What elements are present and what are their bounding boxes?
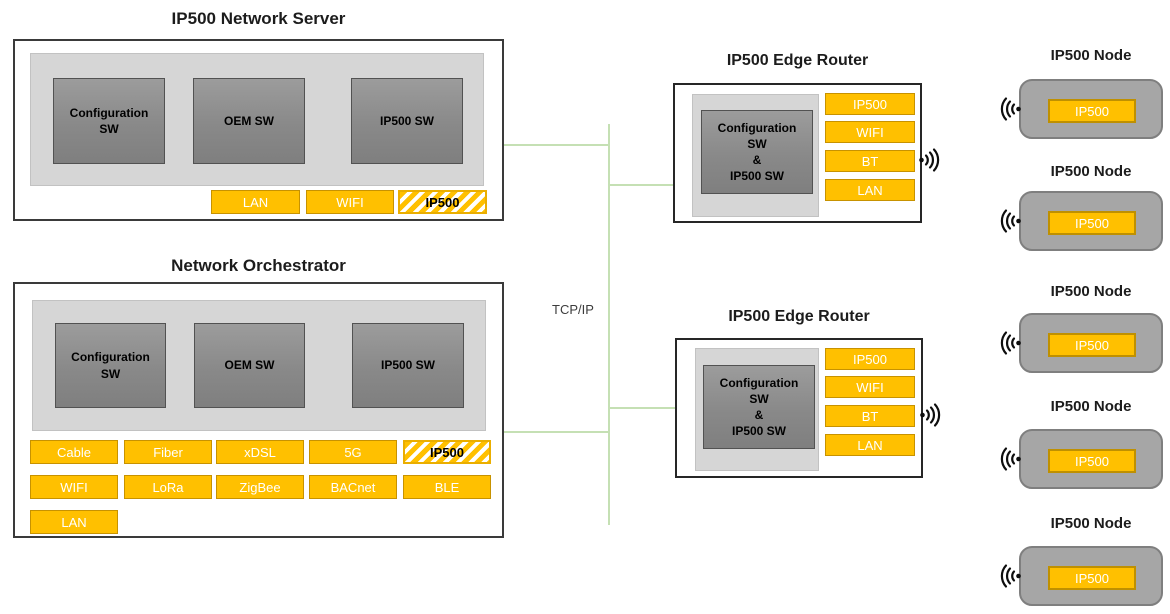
node2-title: IP500 Node xyxy=(1050,163,1132,180)
node4-chip-ip500: IP500 xyxy=(1048,449,1136,473)
orchestrator-protocol-wifi: WIFI xyxy=(30,475,118,499)
orchestrator-protocol-fiber: Fiber xyxy=(124,440,212,464)
server-module-ip500-sw: IP500 SW xyxy=(351,78,463,164)
orchestrator-protocol-bacnet: BACnet xyxy=(309,475,397,499)
wireless-signal-icon xyxy=(919,148,940,172)
orchestrator-to-backbone-line xyxy=(504,431,610,433)
server-box: Configuration SW OEM SW IP500 SW LAN WIF… xyxy=(13,39,504,221)
orchestrator-protocol-ble: BLE xyxy=(403,475,491,499)
backbone-to-router1-line xyxy=(609,184,675,186)
node3-title: IP500 Node xyxy=(1050,283,1132,300)
backbone-to-router2-line xyxy=(609,407,677,409)
edge-router2-protocol-wifi: WIFI xyxy=(825,376,915,398)
wireless-signal-icon xyxy=(1000,97,1021,121)
orchestrator-module-ip500-sw: IP500 SW xyxy=(352,323,464,408)
edge-router2-protocol-lan: LAN xyxy=(825,434,915,456)
node3-box: IP500 xyxy=(1019,313,1163,373)
node5-title: IP500 Node xyxy=(1050,515,1132,532)
orchestrator-protocol-cable: Cable xyxy=(30,440,118,464)
node2-chip-ip500: IP500 xyxy=(1048,211,1136,235)
edge-router1-module: Configuration SW & IP500 SW xyxy=(701,110,813,194)
orchestrator-module-oem-sw: OEM SW xyxy=(194,323,305,408)
node5-chip-ip500: IP500 xyxy=(1048,566,1136,590)
wireless-signal-icon xyxy=(1000,564,1021,588)
node5-box: IP500 xyxy=(1019,546,1163,606)
backbone-vertical-line xyxy=(608,124,610,525)
edge-router1-protocol-bt: BT xyxy=(825,150,915,172)
orchestrator-protocol-zigbee: ZigBee xyxy=(216,475,304,499)
node2-box: IP500 xyxy=(1019,191,1163,251)
edge-router2-title: IP500 Edge Router xyxy=(728,308,870,325)
edge-router2-protocol-bt: BT xyxy=(825,405,915,427)
server-module-oem-sw: OEM SW xyxy=(193,78,305,164)
server-to-backbone-line xyxy=(504,144,610,146)
orchestrator-protocol-xdsl: xDSL xyxy=(216,440,304,464)
node4-title: IP500 Node xyxy=(1050,398,1132,415)
wireless-signal-icon xyxy=(1000,331,1021,355)
edge-router1-title: IP500 Edge Router xyxy=(726,52,869,69)
node4-box: IP500 xyxy=(1019,429,1163,489)
edge-router2-protocol-ip500: IP500 xyxy=(825,348,915,370)
edge-router1-box: Configuration SW & IP500 SW IP500 WIFI B… xyxy=(673,83,922,223)
backbone-label: TCP/IP xyxy=(552,302,594,317)
server-protocol-ip500: IP500 xyxy=(398,190,487,214)
node1-chip-ip500: IP500 xyxy=(1048,99,1136,123)
edge-router1-protocol-wifi: WIFI xyxy=(825,121,915,143)
orchestrator-protocol-lora: LoRa xyxy=(124,475,212,499)
edge-router2-box: Configuration SW & IP500 SW IP500 WIFI B… xyxy=(675,338,923,478)
node3-chip-ip500: IP500 xyxy=(1048,333,1136,357)
node1-title: IP500 Node xyxy=(1050,47,1132,64)
wireless-signal-icon xyxy=(1000,447,1021,471)
node1-box: IP500 xyxy=(1019,79,1163,139)
orchestrator-module-configuration-sw: Configuration SW xyxy=(55,323,166,408)
wireless-signal-icon xyxy=(920,403,941,427)
server-protocol-lan: LAN xyxy=(211,190,300,214)
orchestrator-box: Configuration SW OEM SW IP500 SW Cable F… xyxy=(13,282,504,538)
wireless-signal-icon xyxy=(1000,209,1021,233)
server-protocol-wifi: WIFI xyxy=(306,190,394,214)
orchestrator-title: Network Orchestrator xyxy=(171,256,346,275)
edge-router1-protocol-ip500: IP500 xyxy=(825,93,915,115)
server-title: IP500 Network Server xyxy=(171,9,346,28)
orchestrator-protocol-lan: LAN xyxy=(30,510,118,534)
server-module-configuration-sw: Configuration SW xyxy=(53,78,165,164)
edge-router2-module: Configuration SW & IP500 SW xyxy=(703,365,815,449)
orchestrator-protocol-ip500: IP500 xyxy=(403,440,491,464)
orchestrator-protocol-5g: 5G xyxy=(309,440,397,464)
edge-router1-protocol-lan: LAN xyxy=(825,179,915,201)
